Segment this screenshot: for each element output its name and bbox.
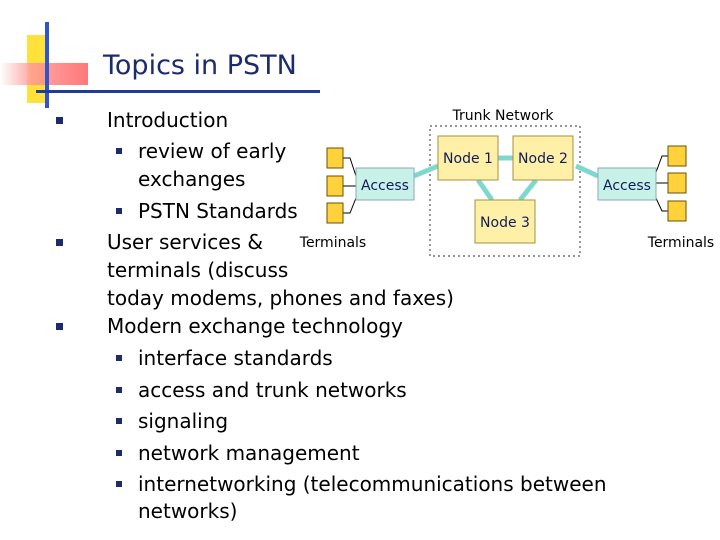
terminal-right-2 bbox=[667, 172, 687, 194]
bullet-user-services-line2: terminals (discuss bbox=[107, 258, 289, 282]
terminal-left-2 bbox=[326, 175, 344, 197]
terminals-left-group bbox=[326, 147, 344, 224]
sub-bullet-marker bbox=[116, 418, 122, 424]
node1-box bbox=[437, 135, 499, 181]
node2-label: Node 2 bbox=[518, 151, 568, 167]
right-terminal-connectors bbox=[654, 155, 668, 212]
bullet-user-services-line1: User services & bbox=[107, 230, 263, 254]
terminal-left-1 bbox=[326, 147, 344, 169]
access-box-right bbox=[597, 167, 657, 201]
trunk-network-boundary bbox=[429, 125, 581, 257]
node3-box bbox=[474, 199, 536, 244]
bullet-modern-exchange: Modern exchange technology bbox=[107, 314, 403, 338]
node2-box bbox=[512, 135, 574, 181]
sub-bullet-marker bbox=[116, 387, 122, 393]
bullet-marker bbox=[56, 117, 63, 124]
sub-bullet-internetworking-line1: internetworking (telecommunications betw… bbox=[138, 472, 607, 496]
terminals-label-right: Terminals bbox=[647, 235, 714, 251]
link-node2-access-right bbox=[574, 163, 600, 179]
bullet-introduction: Introduction bbox=[107, 108, 229, 132]
access-label-left: Access bbox=[361, 178, 409, 194]
sub-bullet-marker bbox=[116, 450, 122, 456]
bullet-user-services-line3: today modems, phones and faxes) bbox=[107, 286, 454, 310]
terminal-left-3 bbox=[326, 202, 344, 224]
sub-bullet-internetworking-line2: networks) bbox=[138, 499, 238, 523]
sub-bullet-marker bbox=[116, 148, 122, 154]
terminal-right-3 bbox=[667, 200, 687, 222]
decorative-line-vertical bbox=[45, 22, 49, 108]
terminals-right-group bbox=[667, 145, 687, 222]
node3-label: Node 3 bbox=[480, 215, 530, 231]
sub-bullet-signaling: signaling bbox=[138, 409, 229, 433]
terminal-right-1 bbox=[667, 145, 687, 167]
network-links bbox=[413, 155, 600, 202]
link-node2-node3 bbox=[518, 178, 538, 202]
sub-bullet-marker bbox=[116, 355, 122, 361]
sub-bullet-interface-standards: interface standards bbox=[138, 346, 333, 370]
sub-bullet-review-line1: review of early bbox=[138, 139, 287, 163]
trunk-network-label: Trunk Network bbox=[451, 108, 554, 124]
bullet-marker bbox=[56, 323, 63, 330]
link-access-left-node1 bbox=[413, 163, 439, 179]
sub-bullet-network-management: network management bbox=[138, 441, 360, 465]
terminals-label-left: Terminals bbox=[299, 235, 366, 251]
access-label-right: Access bbox=[603, 178, 651, 194]
left-terminal-connectors bbox=[343, 157, 357, 214]
sub-bullet-marker bbox=[116, 208, 122, 214]
node1-label: Node 1 bbox=[443, 151, 493, 167]
sub-bullet-pstn-standards: PSTN Standards bbox=[138, 199, 298, 223]
slide-title: Topics in PSTN bbox=[103, 50, 297, 81]
access-box-left bbox=[355, 167, 415, 201]
title-underline bbox=[36, 90, 320, 93]
bullet-marker bbox=[56, 239, 63, 246]
sub-bullet-review-line2: exchanges bbox=[138, 167, 246, 191]
decorative-bar-red bbox=[0, 63, 88, 85]
sub-bullet-marker bbox=[116, 481, 122, 487]
sub-bullet-access-trunk: access and trunk networks bbox=[138, 378, 407, 402]
link-node1-node3 bbox=[475, 178, 495, 202]
